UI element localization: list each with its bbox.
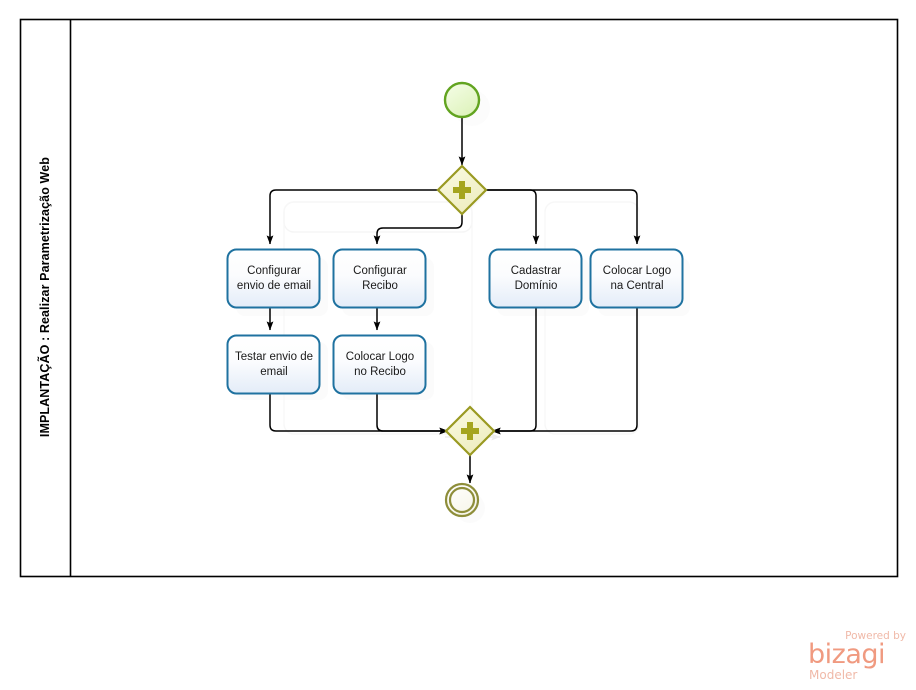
start-event-circle[interactable] [443,81,481,119]
plus-icon [461,422,479,440]
powered-by-label: Powered by [845,630,906,642]
flow-split-to-configurar-envio [266,189,440,245]
end-event[interactable] [444,482,480,518]
plus-icon [453,181,471,199]
parallel-gateway-split[interactable] [436,164,488,216]
task-shapes [226,248,684,395]
flow-colocar-logo-recibo-to-join [376,394,449,435]
sequence-flows [266,118,641,484]
parallel-gateway-join[interactable] [444,405,496,457]
bizagi-wordmark: bizagi [808,639,886,670]
flow-colocar-logo-central-to-join [491,308,638,435]
task-configurar-envio-de-email[interactable] [226,248,321,309]
end-event-inner-ring [448,486,476,514]
modeler-label: Modeler [809,668,858,682]
task-cadastrar-dominio[interactable] [488,248,583,309]
flow-split-to-configurar-recibo [373,214,463,245]
task-configurar-recibo[interactable] [332,248,427,309]
flow-testar-envio-to-join [269,394,449,435]
task-testar-envio-de-email[interactable] [226,334,321,395]
flow-split-to-colocar-logo-central [484,189,641,245]
bizagi-branding: Powered by bizagi Modeler [808,630,908,682]
task-colocar-logo-na-central[interactable] [589,248,684,309]
start-event[interactable] [443,81,481,119]
task-colocar-logo-no-recibo[interactable] [332,334,427,395]
